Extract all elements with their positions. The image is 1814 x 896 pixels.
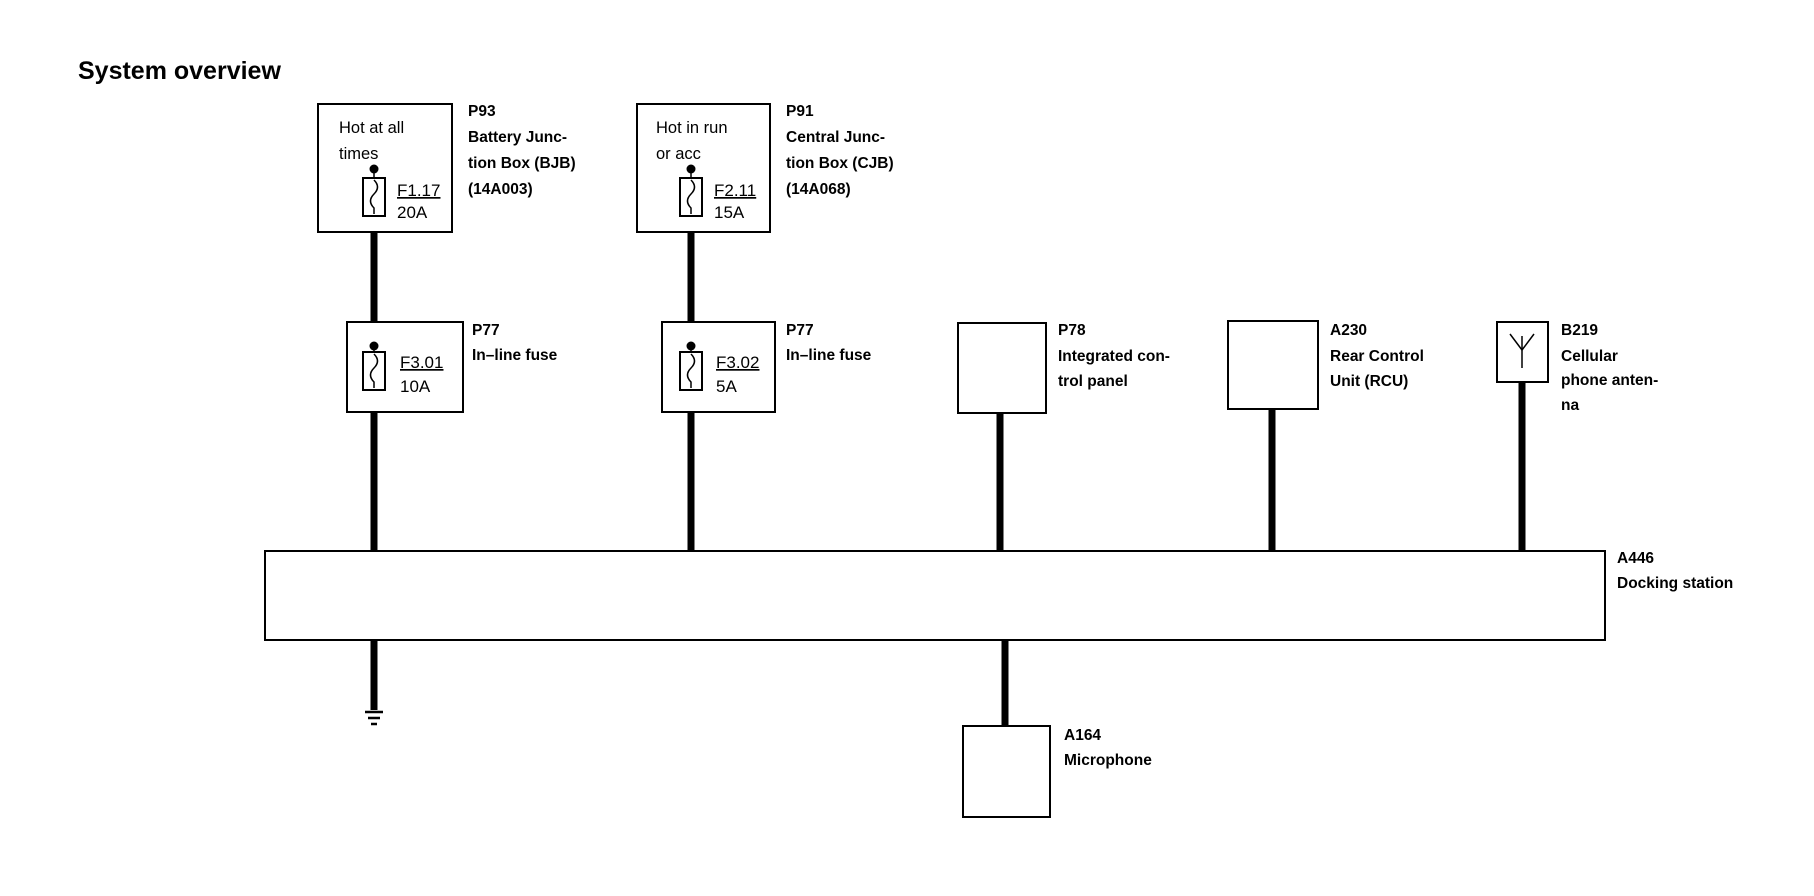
p78-code: P78 xyxy=(1058,322,1086,339)
a164-name: Microphone xyxy=(1064,752,1152,769)
p78-name-1: Integrated con- xyxy=(1058,348,1170,365)
p93-name-2: tion Box (BJB) xyxy=(468,155,576,172)
p91-name-3: (14A068) xyxy=(786,181,851,198)
a446-docking-station xyxy=(264,550,1606,641)
p93-name-1: Battery Junc- xyxy=(468,129,567,146)
splice-dot-icon xyxy=(369,164,379,174)
p91-code: P91 xyxy=(786,103,814,120)
a446-name: Docking station xyxy=(1617,575,1733,592)
p77b-fuse-id: F3.02 xyxy=(716,353,759,372)
fuse-icon xyxy=(362,351,386,391)
a230-rear-control-unit xyxy=(1227,320,1319,410)
p93-inner-text-2: times xyxy=(339,145,378,163)
p77b-name: In–line fuse xyxy=(786,347,872,364)
a164-code: A164 xyxy=(1064,727,1101,744)
p93-code: P93 xyxy=(468,103,496,120)
p77-inline-fuse-f3-02: F3.02 5A xyxy=(661,321,776,413)
p77-inline-fuse-f3-01: F3.01 10A xyxy=(346,321,464,413)
p91-central-junction-box: Hot in run or acc F2.11 15A xyxy=(636,103,771,233)
fuse-icon xyxy=(679,177,703,217)
p93-name-3: (14A003) xyxy=(468,181,533,198)
splice-dot-icon xyxy=(686,164,696,174)
fuse-icon xyxy=(679,351,703,391)
p78-name-2: trol panel xyxy=(1058,373,1128,390)
p91-name-1: Central Junc- xyxy=(786,129,885,146)
p77b-code: P77 xyxy=(786,322,814,339)
p91-inner-text-2: or acc xyxy=(656,145,701,163)
p77a-fuse-rating: 10A xyxy=(400,377,431,396)
fuse-icon xyxy=(362,177,386,217)
p91-name-2: tion Box (CJB) xyxy=(786,155,894,172)
b219-name-1: Cellular xyxy=(1561,348,1618,365)
p93-battery-junction-box: Hot at all times F1.17 20A xyxy=(317,103,453,233)
ground-icon xyxy=(365,710,383,726)
a230-name-2: Unit (RCU) xyxy=(1330,373,1408,390)
splice-dot-icon xyxy=(686,341,696,351)
p93-fuse-rating: 20A xyxy=(397,203,428,222)
a164-microphone xyxy=(962,725,1051,818)
p91-inner-text-1: Hot in run xyxy=(656,119,728,137)
b219-cellular-phone-antenna xyxy=(1496,321,1549,383)
p77a-name: In–line fuse xyxy=(472,347,558,364)
a230-code: A230 xyxy=(1330,322,1367,339)
b219-name-3: na xyxy=(1561,397,1579,414)
a230-name-1: Rear Control xyxy=(1330,348,1424,365)
p91-fuse-id: F2.11 xyxy=(714,181,756,200)
p93-inner-text-1: Hot at all xyxy=(339,119,404,137)
p77a-code: P77 xyxy=(472,322,500,339)
p78-integrated-control-panel xyxy=(957,322,1047,414)
p91-fuse-rating: 15A xyxy=(714,203,745,222)
b219-name-2: phone anten- xyxy=(1561,372,1658,389)
page-title: System overview xyxy=(78,57,281,85)
antenna-icon xyxy=(1509,333,1535,368)
b219-code: B219 xyxy=(1561,322,1598,339)
p93-fuse-id: F1.17 xyxy=(397,181,440,200)
splice-dot-icon xyxy=(369,341,379,351)
p77a-fuse-id: F3.01 xyxy=(400,353,443,372)
a446-code: A446 xyxy=(1617,550,1654,567)
p77b-fuse-rating: 5A xyxy=(716,377,737,396)
